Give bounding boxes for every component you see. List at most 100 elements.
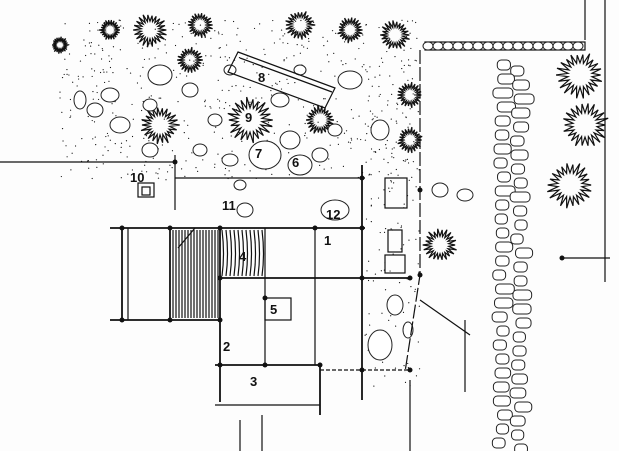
wall-stone [432,41,444,51]
path-stone [497,171,512,183]
stone [337,70,363,90]
path-stone [513,121,530,133]
gravel-dot [306,137,308,139]
gravel-dot [386,104,389,106]
gravel-dot [249,86,251,89]
gravel-dot [392,83,394,86]
path-stone [494,213,508,225]
gravel-dot [93,70,96,72]
stone [142,98,158,112]
gravel-dot [404,381,407,383]
gravel-dot [177,101,179,103]
gravel-dot [402,112,404,114]
gravel-dot [228,170,230,172]
gravel-dot [115,115,117,117]
gravel-dot [258,101,261,104]
gravel-dot [343,41,346,43]
wood-floor-grain [221,229,265,277]
gravel-dot [403,49,405,51]
path-stone [513,275,528,287]
gravel-dot [61,76,64,79]
gravel-dot [154,57,156,59]
gravel-dot [184,22,186,24]
gravel-dot [139,75,141,77]
gravel-dot [383,231,386,233]
gravel-dot [217,79,219,81]
grain-line [261,229,265,277]
path-stone [495,241,514,253]
gravel-dot [213,131,215,133]
gravel-dot [76,85,78,87]
gravel-dot [214,163,216,165]
post [167,317,173,323]
gravel-dot [215,126,217,128]
path-stone [512,303,532,315]
gravel-dot [381,110,383,112]
stone [287,154,313,176]
gravel-dot [340,60,342,62]
gravel-dot [393,147,395,149]
gravel-dot [126,68,128,70]
grain-line [257,229,261,277]
post [417,187,423,193]
gravel-dot [204,36,206,39]
gravel-dot [366,270,368,272]
gravel-dot [362,42,365,44]
gravel-dot [393,182,395,184]
gravel-dot [95,159,98,161]
gravel-dot [369,66,371,68]
gravel-dot [302,106,305,108]
path-stone [513,261,528,273]
gravel-dot [416,37,418,39]
gravel-dot [268,73,270,76]
gravel-dot [317,121,319,123]
shrub [99,19,121,40]
gravel-dot [158,168,160,170]
gravel-dot [158,97,160,99]
gravel-dot [191,152,193,154]
gravel-dot [129,72,132,74]
path-stone [509,415,526,427]
gravel-dot [414,290,416,293]
gravel-dot [270,94,273,96]
path-stone [493,143,512,155]
path-stone [493,157,508,169]
path-stone [495,283,515,295]
path-stone [515,317,532,329]
gravel-dot [386,50,388,53]
gravel-dot [395,120,397,122]
gravel-dot [189,59,191,61]
gravel-dot [407,126,409,128]
gravel-dot [165,52,168,54]
gravel-dot [148,96,150,98]
gravel-dot [185,160,187,162]
gravel-dot [64,23,66,25]
gravel-dot [85,54,87,57]
gravel-dot [224,19,226,22]
gravel-dot [155,172,157,174]
gravel-dot [78,78,80,80]
label-8: 8 [258,70,265,85]
gravel-dot [97,29,99,31]
stone [370,119,390,141]
gravel-dot [204,100,206,103]
gravel-dot [365,24,367,26]
gravel-dot [390,228,392,230]
gravel-dot [68,53,71,55]
gravel-dot [389,190,391,193]
wall-stone [442,41,454,51]
gravel-dot [112,112,114,114]
gravel-dot [221,137,224,139]
gravel-dot [407,162,410,164]
grain-line [249,229,253,277]
gravel-dot [241,140,243,142]
gravel-dot [345,130,348,132]
gravel-dot [65,145,67,147]
gravel-dot [144,164,146,166]
gravel-dot [415,375,418,377]
shrub [140,106,180,145]
gravel-dot [94,53,96,55]
tatami-hatching [172,230,219,318]
gravel-dot [149,43,151,45]
